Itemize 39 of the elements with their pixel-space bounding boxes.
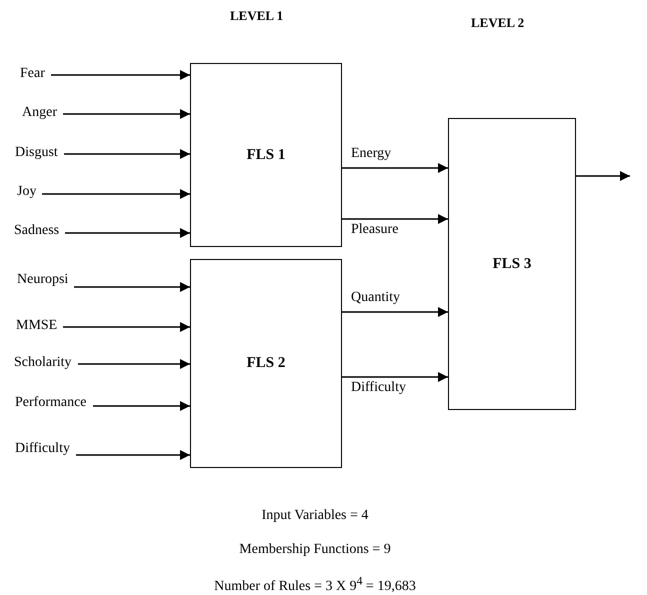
arrow bbox=[342, 163, 448, 173]
formula-text: Input Variables = 4 bbox=[262, 508, 368, 524]
input-label: Anger bbox=[22, 105, 57, 121]
input-label: Fear bbox=[20, 66, 45, 82]
process-box bbox=[190, 259, 342, 468]
input-label: Sadness bbox=[14, 223, 60, 239]
arrow bbox=[65, 228, 190, 238]
arrow bbox=[74, 282, 190, 292]
box-title: FLS 1 bbox=[246, 146, 286, 164]
box-title: FLS 3 bbox=[492, 256, 532, 272]
arrow bbox=[76, 450, 190, 460]
arrow bbox=[342, 372, 448, 382]
input-label: Scholarity bbox=[14, 355, 72, 371]
process-box bbox=[190, 63, 342, 247]
box-title: FLS 2 bbox=[246, 355, 286, 372]
input-label: Neuropsi bbox=[17, 272, 68, 288]
input-label: Performance bbox=[15, 395, 87, 411]
input-label: Joy bbox=[17, 184, 36, 200]
arrow bbox=[93, 401, 190, 411]
edge-label: Energy bbox=[350, 146, 392, 162]
level-heading: LEVEL 1 bbox=[230, 8, 284, 24]
arrow bbox=[342, 307, 448, 317]
arrow bbox=[42, 189, 190, 199]
input-label: MMSE bbox=[16, 318, 58, 334]
arrow bbox=[51, 70, 190, 80]
arrow bbox=[78, 359, 190, 369]
arrow bbox=[64, 149, 190, 159]
formula-text: Number of Rules = 3 X 9$^{4}$ = 19,683 bbox=[214, 574, 416, 595]
process-box bbox=[448, 118, 576, 410]
arrow bbox=[63, 322, 190, 332]
arrow bbox=[63, 109, 190, 119]
input-label: Disgust bbox=[15, 145, 58, 161]
input-label: Difficulty bbox=[15, 441, 70, 457]
arrow bbox=[576, 171, 630, 181]
arrow bbox=[342, 214, 448, 224]
formula-text: Membership Functions = 9 bbox=[239, 542, 391, 558]
edge-label: Quantity bbox=[350, 290, 401, 306]
edge-label: Difficulty bbox=[350, 380, 407, 396]
level-heading: LEVEL 2 bbox=[471, 15, 524, 31]
